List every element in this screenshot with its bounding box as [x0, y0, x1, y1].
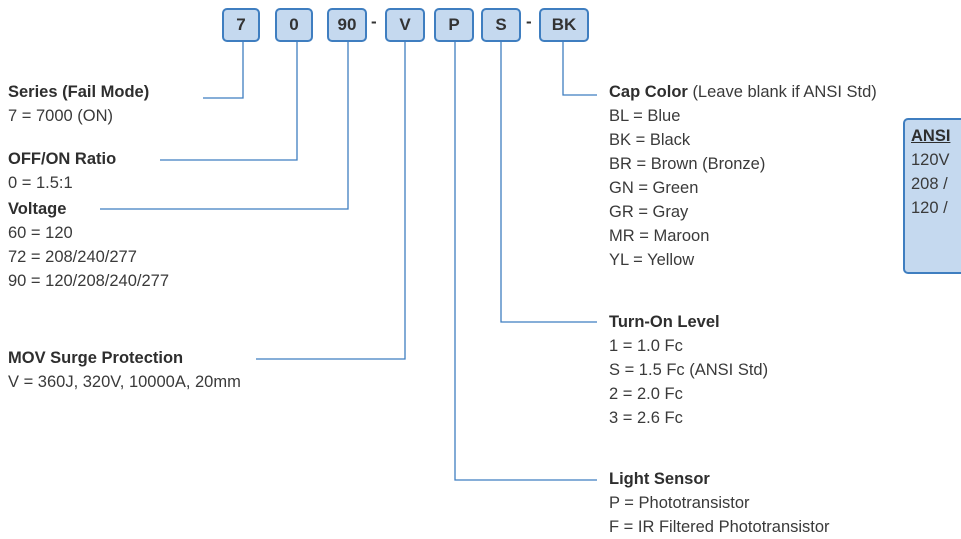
code-box-series: 7 — [222, 8, 260, 42]
voltage-item: 72 = 208/240/277 — [8, 248, 137, 266]
sensor-section: Light Sensor P = Phototransistor F = IR … — [609, 467, 830, 539]
series-title: Series (Fail Mode) — [8, 83, 150, 101]
cap-item: MR = Maroon — [609, 227, 710, 245]
ratio-section: OFF/ON Ratio 0 = 1.5:1 — [8, 147, 116, 195]
connector-cap — [562, 42, 597, 96]
code-dash-1: - — [371, 12, 377, 31]
cap-item: YL = Yellow — [609, 251, 695, 269]
code-box-ratio: 0 — [275, 8, 313, 42]
connector-turnon — [500, 42, 597, 323]
turnon-title: Turn-On Level — [609, 313, 720, 331]
turnon-item: 1 = 1.0 Fc — [609, 337, 683, 355]
code-box-voltage: 90 — [327, 8, 367, 42]
cap-section: Cap Color (Leave blank if ANSI Std) BL =… — [609, 80, 877, 272]
code-box-mov: V — [385, 8, 425, 42]
voltage-section: Voltage 60 = 120 72 = 208/240/277 90 = 1… — [8, 197, 169, 293]
voltage-item: 60 = 120 — [8, 224, 73, 242]
cap-item: BK = Black — [609, 131, 691, 149]
voltage-title: Voltage — [8, 200, 67, 218]
turnon-item: S = 1.5 Fc (ANSI Std) — [609, 361, 769, 379]
connector-series — [203, 42, 244, 99]
sensor-item: P = Phototransistor — [609, 494, 750, 512]
ansi-box: ANSI 120V 208 / 120 / — [903, 118, 961, 274]
ratio-title: OFF/ON Ratio — [8, 150, 117, 168]
cap-item: BR = Brown (Bronze) — [609, 155, 766, 173]
mov-item: V = 360J, 320V, 10000A, 20mm — [8, 373, 241, 391]
connector-voltage — [100, 42, 349, 210]
series-section: Series (Fail Mode) 7 = 7000 (ON) — [8, 80, 149, 128]
code-box-turnon: S — [481, 8, 521, 42]
voltage-item: 90 = 120/208/240/277 — [8, 272, 170, 290]
sensor-title: Light Sensor — [609, 470, 710, 488]
connector-sensor — [454, 42, 597, 481]
code-box-cap: BK — [539, 8, 589, 42]
ratio-item: 0 = 1.5:1 — [8, 174, 73, 192]
turnon-item: 2 = 2.0 Fc — [609, 385, 683, 403]
cap-note: (Leave blank if ANSI Std) — [692, 83, 877, 101]
turnon-section: Turn-On Level 1 = 1.0 Fc S = 1.5 Fc (ANS… — [609, 310, 768, 430]
ansi-title: ANSI — [911, 127, 951, 145]
series-item: 7 = 7000 (ON) — [8, 107, 114, 125]
ansi-item: 120V — [911, 151, 950, 169]
cap-item: GR = Gray — [609, 203, 689, 221]
ansi-item: 120 / — [911, 199, 948, 217]
ansi-item: 208 / — [911, 175, 948, 193]
cap-item: BL = Blue — [609, 107, 681, 125]
turnon-item: 3 = 2.6 Fc — [609, 409, 683, 427]
connector-ratio — [160, 42, 298, 161]
mov-title: MOV Surge Protection — [8, 349, 184, 367]
connector-mov — [256, 42, 406, 360]
sensor-item: F = IR Filtered Phototransistor — [609, 518, 830, 536]
code-box-sensor: P — [434, 8, 474, 42]
cap-title: Cap Color — [609, 83, 688, 101]
cap-item: GN = Green — [609, 179, 699, 197]
code-dash-2: - — [526, 12, 532, 31]
mov-section: MOV Surge Protection V = 360J, 320V, 100… — [8, 346, 241, 394]
